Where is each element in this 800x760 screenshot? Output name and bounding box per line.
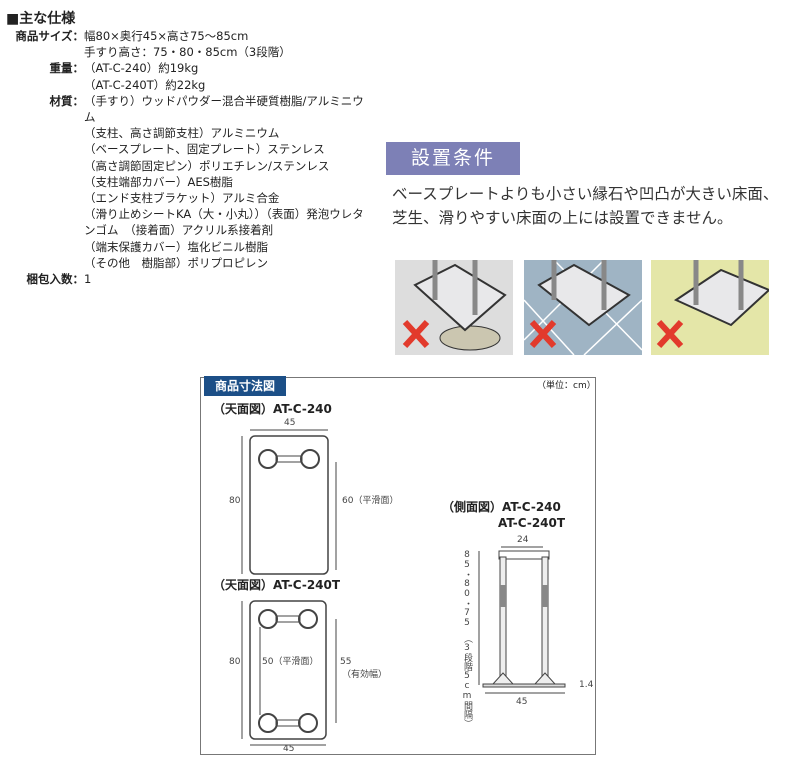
grass-floor-illustration [651,260,769,355]
curb-floor-illustration [395,260,513,355]
unit-label: （単位：cm） [537,381,596,391]
side-view-label: （側面図）AT-C-240 [442,500,561,514]
install-text: ベースプレートよりも小さい縁石や凹凸が大きい床面、芝生、滑りやすい床面の上には設… [392,185,779,227]
spec-value: 幅80×奥行45×高さ75～85cm [84,29,249,43]
spec-label [4,44,84,60]
diagram-title: 商品寸法図 [204,376,286,396]
spec-row: 手すり高さ：75・80・85cm（3段階） [4,44,364,60]
top-view-240t-label: （天面図）AT-C-240T [213,578,341,592]
spec-row: 材質：（手すり）ウッドパウダー混合半硬質樹脂/アルミニウム [4,93,364,125]
spec-row: （支柱、高さ調節支柱）アルミニウム [4,125,364,141]
dim-thick: 1.4 [579,680,594,690]
top-view-240t-drawing [241,600,337,746]
spec-value: 手すり高さ：75・80・85cm（3段階） [84,45,291,60]
spec-label [4,255,84,271]
spec-label [4,141,84,157]
tile-floor-illustration [524,260,642,355]
spec-row: （支柱端部カバー）AES樹脂 [4,174,364,190]
spec-value: （ベースプレート、固定プレート）ステンレス [84,142,325,157]
spec-value: （AT-C-240T）約22kg [84,77,206,92]
spec-row: （エンド支柱ブラケット）アルミ合金 [4,190,364,206]
install-header: 設置条件 [386,142,520,175]
dim-base: 45 [516,697,528,707]
spec-value: （滑り止めシートKA（大・小丸））（表面）発泡ウレタンゴム （接着面）アクリル系… [84,207,364,238]
spec-value: （エンド支柱ブラケット）アルミ合金 [84,191,280,206]
spec-value: 1 [84,272,92,287]
dim-height: 80 [229,496,241,506]
spec-row: 梱包入数：1 [4,271,364,287]
dim-heights: 85・80・75 [462,550,472,628]
dim-smooth-t: 50（平滑面） [262,657,319,667]
spec-value: （その他 樹脂部）ポリプロピレン [84,255,268,270]
spec-title: ■主な仕様 [6,11,76,27]
spec-value: （AT-C-240）約19kg [84,61,199,76]
dimension-diagram [200,377,596,755]
spec-label [4,206,84,238]
spec-row: 商品サイズ：幅80×奥行45×高さ75～85cm [4,28,364,44]
dim-steps: （3段階5cm間隔） [462,634,472,728]
spec-label [4,174,84,190]
spec-label [4,190,84,206]
dim-smooth: 60（平滑面） [342,496,399,506]
spec-value: （手すり）ウッドパウダー混合半硬質樹脂/アルミニウム [84,93,364,125]
dim-eff-label: （有効幅） [342,670,388,680]
spec-label [4,77,84,93]
dim-eff: 55 [340,657,352,667]
spec-row: （高さ調節固定ピン）ポリエチレン/ステンレス [4,158,364,174]
spec-value: （端末保護カバー）塩化ビニル樹脂 [84,239,268,254]
spec-row: 重量：（AT-C-240）約19kg [4,60,364,76]
spec-row: （AT-C-240T）約22kg [4,77,364,93]
top-view-240-label: （天面図）AT-C-240 [213,402,332,416]
spec-label [4,125,84,141]
spec-label [4,239,84,255]
side-view-drawing [478,546,566,694]
spec-label: 梱包入数： [26,272,85,287]
side-view-label-2: AT-C-240T [498,516,566,530]
spec-label: 重量： [49,61,85,76]
spec-row: （その他 樹脂部）ポリプロピレン [4,255,364,271]
spec-value: （支柱端部カバー）AES樹脂 [84,174,233,189]
top-view-240-drawing [241,429,337,575]
spec-label: 商品サイズ： [15,29,84,43]
spec-row: （ベースプレート、固定プレート）ステンレス [4,141,364,157]
spec-row: （滑り止めシートKA（大・小丸））（表面）発泡ウレタンゴム （接着面）アクリル系… [4,206,364,238]
spec-row: （端末保護カバー）塩化ビニル樹脂 [4,239,364,255]
spec-label: 材質： [49,93,85,108]
dim-top: 24 [517,535,529,545]
dim-width: 45 [284,418,296,428]
spec-label [4,158,84,174]
spec-value: （支柱、高さ調節支柱）アルミニウム [84,126,280,141]
dim-height-t: 80 [229,657,241,667]
spec-value: （高さ調節固定ピン）ポリエチレン/ステンレス [84,158,330,173]
dim-width-t: 45 [283,744,295,754]
